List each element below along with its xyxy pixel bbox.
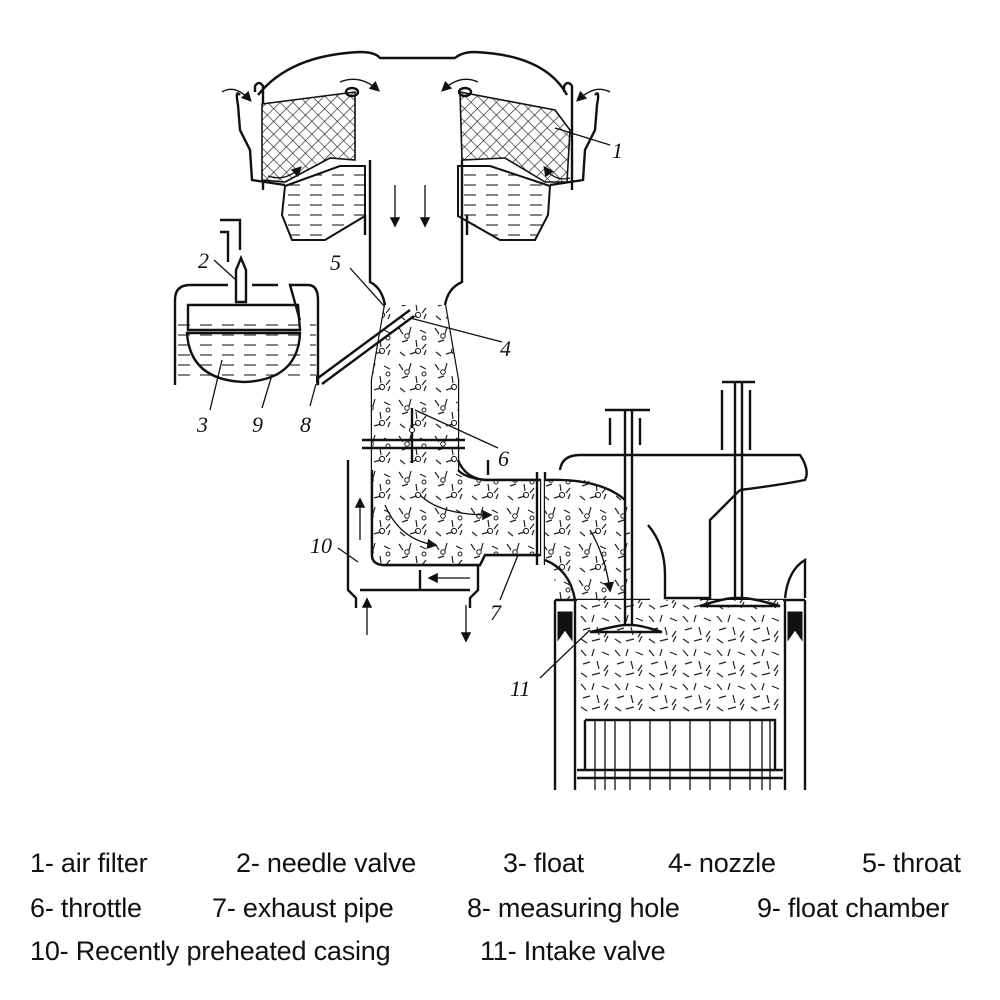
callout-4: 4 [500,336,511,361]
callout-8: 8 [300,412,311,437]
callout-10: 10 [310,533,332,558]
carburetor-body [317,160,469,470]
legend: 1- air filter 2- needle valve 3- float 4… [0,840,1000,1000]
callout-3: 3 [196,412,208,437]
callout-6: 6 [498,446,509,471]
callout-2: 2 [198,248,209,273]
legend-item-needle-valve: 2- needle valve [236,848,417,878]
callout-7: 7 [490,600,502,625]
legend-item-exhaust-pipe: 7- exhaust pipe [212,893,394,923]
callout-1: 1 [612,138,623,163]
preheat-casing [346,459,547,643]
legend-item-preheated-casing: 10- Recently preheated casing [30,936,391,966]
legend-item-intake-valve: 11- Intake valve [480,936,666,966]
legend-item-float-chamber: 9- float chamber [757,893,949,923]
callouts: 1 2 3 4 5 6 7 8 9 10 11 [196,127,623,701]
carburetor-diagram: 1 2 3 4 5 6 7 8 9 10 11 [173,50,808,790]
legend-item-float: 3- float [503,848,584,878]
air-filter [221,50,611,241]
legend-item-throttle: 6- throttle [30,893,142,923]
callout-11: 11 [510,676,530,701]
legend-item-air-filter: 1- air filter [30,848,148,878]
legend-item-throat: 5- throat [862,848,961,878]
callout-5: 5 [330,250,341,275]
callout-9: 9 [252,412,263,437]
engine-cylinder [544,380,808,790]
legend-item-measuring-hole: 8- measuring hole [467,893,680,923]
legend-item-nozzle: 4- nozzle [668,848,776,878]
float-chamber [173,218,320,386]
